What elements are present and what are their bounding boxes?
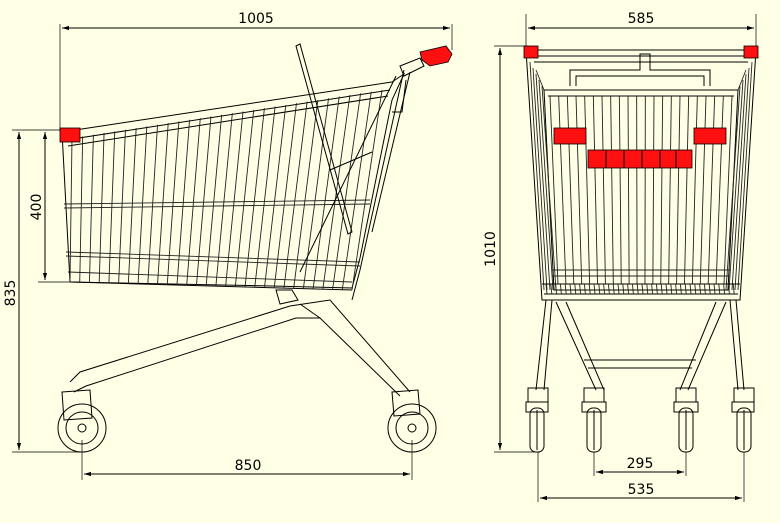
side-handle-grip (419, 45, 453, 67)
front-bumper-right (693, 127, 727, 145)
dim-label-basket-height: 400 (29, 194, 45, 221)
dim-label-front-height: 1010 (483, 231, 499, 267)
dim-label-total-height: 835 (3, 280, 19, 307)
front-wheel-1 (525, 387, 549, 453)
side-front-bumper (59, 127, 81, 143)
front-basket (525, 49, 757, 301)
dim-label-wheelbase: 850 (235, 458, 262, 474)
side-wheel-rear (57, 389, 107, 453)
front-corner-cap-left (523, 45, 539, 59)
side-chassis (69, 289, 411, 397)
side-wheel-front (387, 389, 437, 453)
side-view: 1005 835 400 850 (3, 11, 453, 480)
dim-label-outer-wheels: 535 (628, 482, 655, 498)
dim-label-length: 1005 (238, 11, 274, 27)
front-view: 585 1010 295 535 (483, 11, 759, 502)
front-corner-cap-right (743, 45, 759, 59)
side-basket (61, 43, 425, 301)
dim-label-front-width: 585 (628, 11, 655, 27)
front-wheel-2 (581, 387, 607, 453)
front-bumper-left (553, 127, 587, 145)
front-chassis (535, 299, 745, 391)
front-wheel-4 (731, 387, 755, 453)
dim-label-inner-wheels: 295 (627, 456, 654, 472)
front-wheel-3 (673, 387, 699, 453)
front-handle-grip (587, 149, 693, 169)
